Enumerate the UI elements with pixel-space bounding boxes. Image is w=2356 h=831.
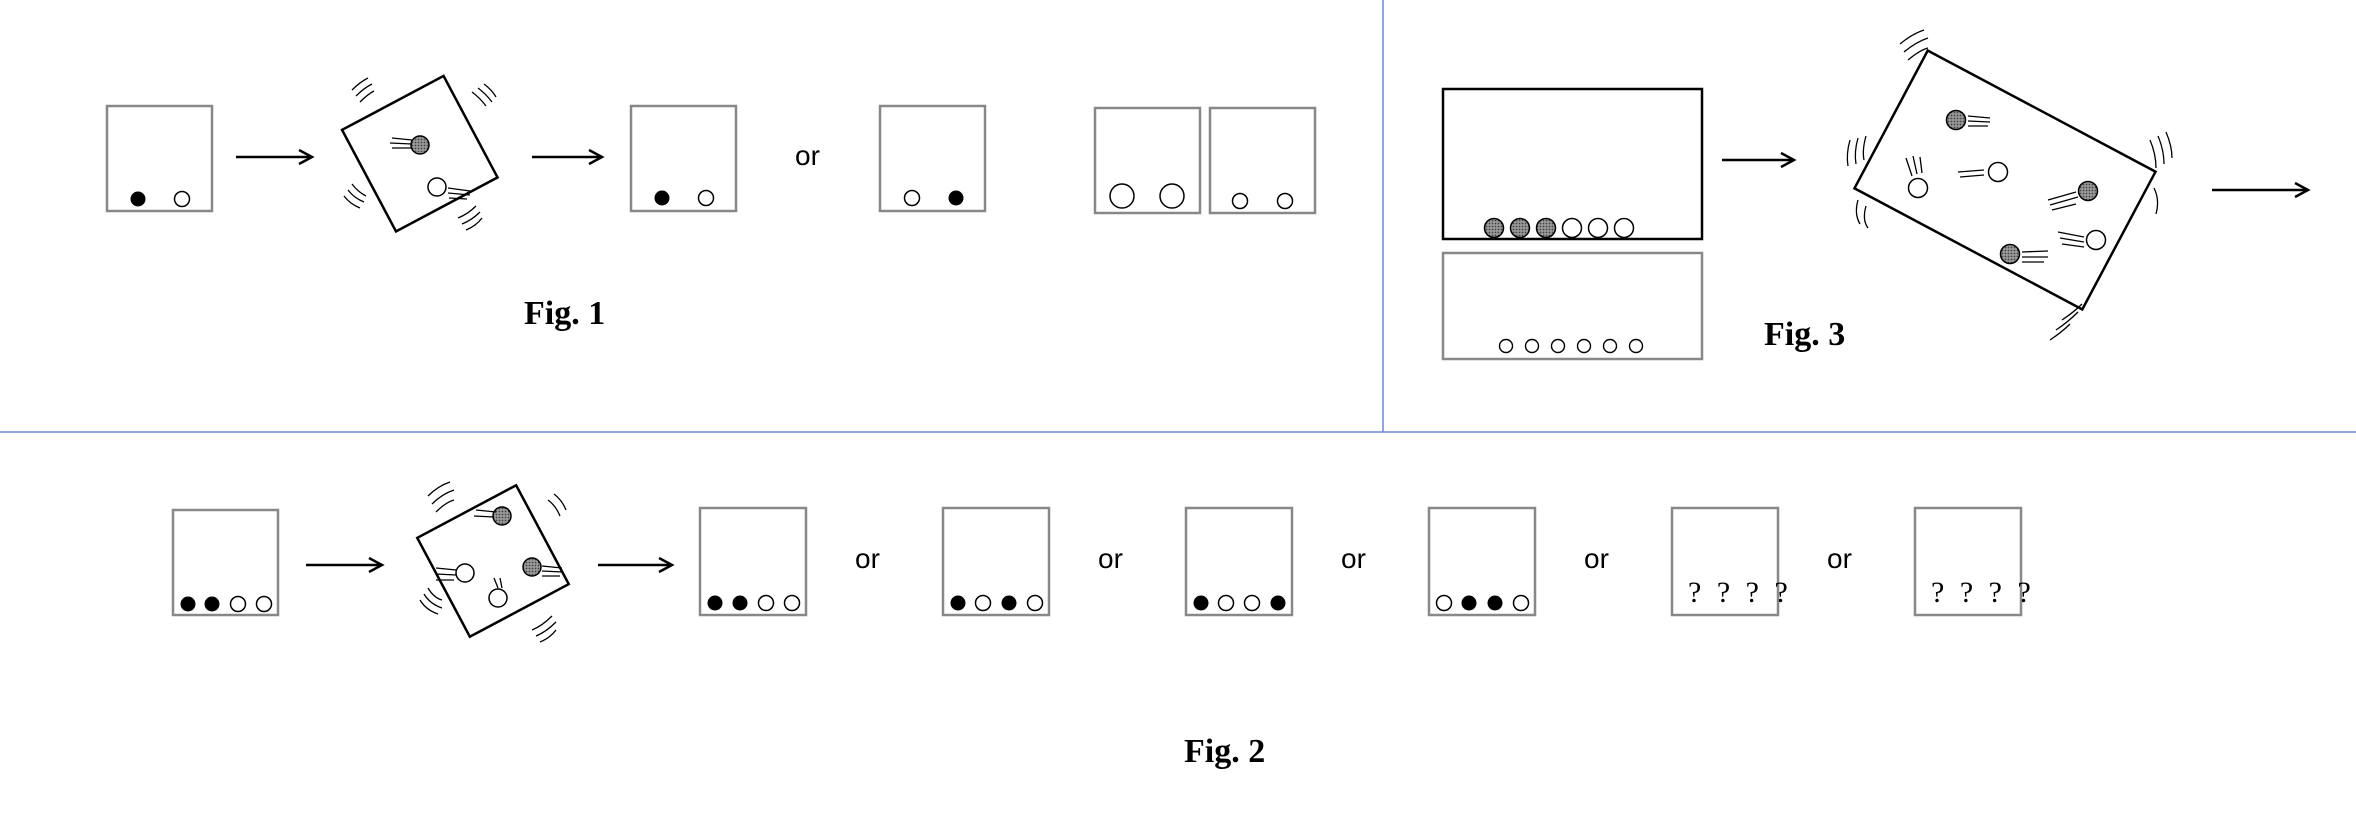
ball-black	[180, 596, 196, 612]
ball-black	[130, 191, 146, 207]
ball-black	[732, 595, 748, 611]
right-arrow-icon	[598, 556, 675, 574]
fig2-label: Fig. 2	[1184, 733, 1266, 770]
or-label: or	[1098, 543, 1123, 574]
shaking-box-icon	[415, 481, 571, 643]
right-arrow-icon	[532, 148, 605, 166]
box	[1208, 106, 1317, 215]
or-label: or	[1827, 543, 1852, 574]
ball-white	[1498, 338, 1514, 354]
ball-white	[1512, 594, 1530, 612]
ball-grey	[1483, 217, 1505, 239]
or-label: or	[1584, 543, 1609, 574]
ball-white	[1524, 338, 1540, 354]
ball-white	[1628, 338, 1644, 354]
box	[698, 506, 808, 617]
ball-black	[1270, 595, 1286, 611]
fig3-group	[1441, 29, 2311, 361]
ball-black	[1487, 595, 1503, 611]
box	[629, 104, 738, 213]
ball-white	[1435, 594, 1453, 612]
ball-white	[1026, 594, 1044, 612]
ball-grey	[1509, 217, 1531, 239]
ball-black	[1193, 595, 1209, 611]
ball-white	[783, 594, 801, 612]
ball-white	[173, 190, 191, 208]
ball-white	[1217, 594, 1235, 612]
right-arrow-icon	[1722, 151, 1797, 169]
box	[1093, 106, 1202, 215]
box	[941, 506, 1051, 617]
right-arrow-icon	[306, 556, 385, 574]
ball-white	[1576, 338, 1592, 354]
right-arrow-icon	[2212, 181, 2311, 199]
ball-black	[950, 595, 966, 611]
unknown-outcome-text: ? ? ? ?	[1931, 576, 2035, 609]
ball-white	[229, 595, 247, 613]
ball-black	[1001, 595, 1017, 611]
fig2-group	[171, 481, 2023, 643]
ball-white	[1243, 594, 1261, 612]
fig1-label: Fig. 1	[524, 295, 606, 332]
ball-grey	[1535, 217, 1557, 239]
ball-white	[1231, 192, 1249, 210]
ball-white	[1550, 338, 1566, 354]
box-lower	[1441, 251, 1704, 361]
ball-white	[1602, 338, 1618, 354]
ball-white	[1561, 217, 1583, 239]
ball-white	[1587, 217, 1609, 239]
box	[105, 104, 214, 213]
ball-white	[1613, 217, 1635, 239]
ball-black	[707, 595, 723, 611]
or-label: or	[1341, 543, 1366, 574]
ball-white	[1109, 183, 1135, 209]
box	[878, 104, 987, 213]
box	[1670, 506, 1780, 617]
or-label: or	[795, 140, 820, 171]
ball-white	[974, 594, 992, 612]
unknown-outcome-text: ? ? ? ?	[1688, 576, 1792, 609]
fig3-label: Fig. 3	[1764, 316, 1846, 353]
or-label: or	[855, 543, 880, 574]
box-upper	[1441, 87, 1704, 241]
ball-black	[948, 190, 964, 206]
ball-black	[204, 596, 220, 612]
ball-white	[697, 189, 715, 207]
box	[1913, 506, 2023, 617]
ball-white	[903, 189, 921, 207]
fig1-group	[105, 74, 1317, 234]
ball-white	[1159, 183, 1185, 209]
ball-white	[1276, 192, 1294, 210]
right-arrow-icon	[236, 148, 315, 166]
shaking-box-icon	[340, 74, 500, 234]
box	[171, 508, 280, 617]
ball-black	[1461, 595, 1477, 611]
box	[1427, 506, 1537, 617]
ball-white	[757, 594, 775, 612]
ball-black	[654, 190, 670, 206]
box	[1184, 506, 1294, 617]
shaking-box-icon	[1846, 29, 2173, 341]
ball-white	[255, 595, 273, 613]
